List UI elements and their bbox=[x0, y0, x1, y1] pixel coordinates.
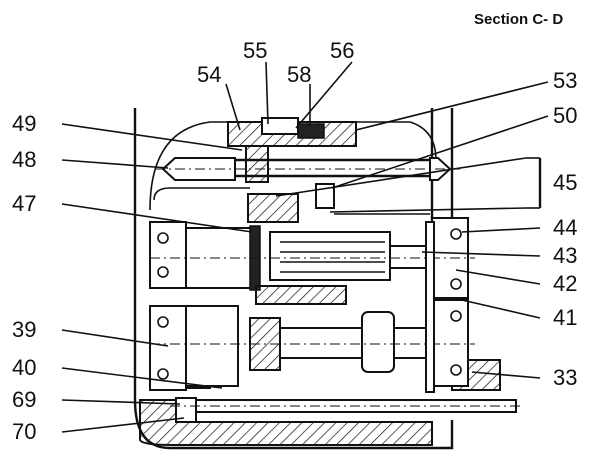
bearing-41 bbox=[431, 299, 469, 387]
vertical-rod bbox=[425, 221, 435, 393]
label-50: 50 bbox=[553, 103, 577, 128]
label-69: 69 bbox=[12, 387, 36, 412]
gear-40 bbox=[185, 305, 239, 387]
label-45: 45 bbox=[553, 170, 577, 195]
lower-shaft bbox=[279, 327, 441, 359]
label-70: 70 bbox=[12, 419, 36, 444]
label-56: 56 bbox=[330, 38, 354, 63]
lower-shaft-assembly bbox=[149, 221, 475, 393]
spacer bbox=[255, 285, 347, 305]
part-labels: 54 55 56 58 53 50 49 48 45 47 44 43 42 4… bbox=[12, 38, 577, 444]
housing-bottom-hatch bbox=[139, 399, 433, 446]
label-39: 39 bbox=[12, 317, 36, 342]
bearing-39 bbox=[149, 305, 187, 391]
label-41: 41 bbox=[553, 305, 577, 330]
label-47: 47 bbox=[12, 191, 36, 216]
label-55: 55 bbox=[243, 38, 267, 63]
lower-gear bbox=[361, 311, 395, 373]
leader-lines bbox=[61, 61, 549, 433]
label-53: 53 bbox=[553, 68, 577, 93]
label-58: 58 bbox=[287, 62, 311, 87]
section-title: Section C- D bbox=[474, 11, 563, 28]
label-49: 49 bbox=[12, 111, 36, 136]
gear-shaft-left bbox=[245, 145, 269, 183]
label-42: 42 bbox=[553, 271, 577, 296]
label-40: 40 bbox=[12, 355, 36, 380]
label-43: 43 bbox=[553, 243, 577, 268]
rod-head-70 bbox=[175, 397, 197, 423]
top-gear-assembly bbox=[227, 117, 440, 183]
label-54: 54 bbox=[197, 62, 221, 87]
middle-shaft-assembly bbox=[149, 217, 475, 305]
central-block bbox=[153, 183, 430, 223]
label-48: 48 bbox=[12, 147, 36, 172]
gear-key bbox=[297, 123, 325, 139]
bearing-left-upper bbox=[149, 221, 187, 289]
label-33: 33 bbox=[553, 365, 577, 390]
label-44: 44 bbox=[553, 215, 577, 240]
block-45 bbox=[247, 193, 299, 223]
bottom-rod bbox=[170, 397, 520, 423]
